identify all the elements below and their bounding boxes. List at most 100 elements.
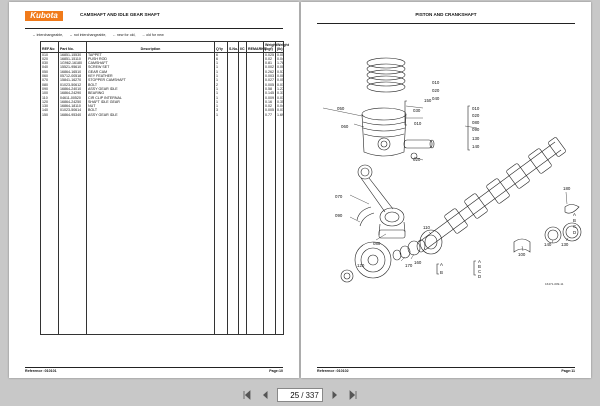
callout-label: 160 — [414, 260, 422, 265]
callout-label: 080 — [373, 241, 381, 246]
next-page-button[interactable] — [329, 388, 341, 402]
main-bearing-drawing — [513, 204, 582, 253]
column-header: REMARKS — [246, 41, 266, 53]
column-header: Part No. — [58, 41, 87, 53]
section-title: PISTON AND CRANKSHAFT — [415, 12, 477, 17]
page-number: Page:11 — [561, 369, 575, 373]
legend-item: → old for new — [141, 33, 164, 37]
callout-label: 060 — [341, 124, 349, 129]
callout-label: C — [573, 224, 576, 229]
callout-label: 090 — [335, 213, 343, 218]
column-header: Weight (kgf) — [263, 41, 277, 53]
callout-label: 010 — [432, 80, 440, 85]
bracket — [436, 263, 439, 275]
callout-label: 020 — [413, 157, 421, 162]
crankshaft-drawing — [416, 137, 566, 253]
weight-lb-cell: 0.055 — [275, 52, 284, 57]
empty-cell — [238, 117, 247, 335]
callout-label: D — [478, 274, 481, 279]
weight-lb-cell: 0.044 — [275, 56, 284, 62]
parts-table: REF.No Part No. Description Q'ty S.No. I… — [40, 41, 289, 335]
column-header: Description — [86, 41, 215, 53]
connecting-rod-drawing — [357, 164, 406, 239]
reference-label: Reference :010102 — [317, 369, 349, 373]
weight-lb-cell: 0.011 — [275, 108, 284, 113]
last-page-button[interactable] — [347, 388, 359, 402]
legend: ↔ interchangeable, ↔ not interchangeable… — [32, 33, 282, 37]
section-title: CAMSHAFT AND IDLE GEAR SHAFT — [80, 12, 160, 17]
callout-label: 120 — [357, 263, 365, 268]
page-right: PISTON AND CRANKSHAFT — [301, 2, 591, 378]
drawing-code: 16471-009-11 — [545, 282, 564, 286]
callout-label: 010 — [414, 121, 422, 126]
total-pages: 337 — [305, 390, 319, 400]
callout-label: 080 — [472, 120, 480, 125]
empty-cell — [246, 117, 264, 335]
page-left: Kubota CAMSHAFT AND IDLE GEAR SHAFT ↔ in… — [9, 2, 299, 378]
reference-label: Reference :010101 — [25, 369, 57, 373]
crank-gear-drawing — [392, 229, 443, 261]
column-header: Q'ty — [214, 41, 228, 53]
page-number: Page:10 — [269, 369, 283, 373]
piston-rings-drawing — [366, 57, 406, 93]
prev-page-icon — [263, 391, 268, 399]
callout-label: 030 — [413, 108, 421, 113]
next-page-icon — [332, 391, 337, 399]
empty-cell — [275, 117, 284, 335]
footer-divider — [317, 367, 575, 368]
page-number-input[interactable] — [281, 389, 300, 401]
piston-drawing — [361, 107, 407, 157]
callout-label: 170 — [405, 263, 413, 268]
callout-label: 150 — [424, 98, 432, 103]
column-header: Weight (lb) — [275, 41, 289, 53]
callout-label: A — [573, 212, 576, 217]
callout-label: A — [440, 262, 443, 267]
callout-label: 110 — [423, 225, 431, 230]
callout-label: 040 — [432, 96, 440, 101]
diagram-callouts: 010 020 040 150 030 010 020 050 060 010 … — [335, 80, 576, 286]
empty-cell — [58, 117, 87, 335]
callout-label: 130 — [561, 242, 569, 247]
weight-lb-cell: 0.0594 — [275, 78, 284, 83]
first-page-icon — [243, 390, 251, 400]
empty-cell — [263, 117, 276, 335]
weight-lb-cell: 1.782 — [275, 61, 284, 66]
empty-cell — [86, 117, 215, 335]
weight-lb-cell: 1.694 — [275, 112, 284, 118]
weight-lb-cell: 0.044 — [275, 104, 284, 109]
empty-cell — [214, 117, 228, 335]
weight-lb-cell: 0.011 — [275, 82, 284, 87]
weight-lb-cell: 0.319 — [275, 91, 284, 96]
weight-kgf-cell: 0.145 — [263, 91, 276, 96]
callout-label: B — [440, 270, 443, 275]
empty-cell — [40, 117, 59, 335]
piston-pin-drawing — [403, 139, 435, 160]
weight-lb-cell: 0.352 — [275, 99, 284, 105]
callout-label: 050 — [337, 106, 345, 111]
column-header: REF.No — [40, 41, 59, 53]
page-navigation-toolbar: / 337 — [0, 384, 600, 406]
bracket — [473, 260, 476, 276]
weight-lb-cell: 0.5764 — [275, 69, 284, 75]
callout-label: 020 — [472, 113, 480, 118]
legend-item: ↔ interchangeable, — [32, 33, 64, 37]
callout-label: C — [478, 269, 481, 274]
callout-label: B — [478, 264, 481, 269]
page-indicator: / 337 — [277, 388, 323, 402]
weight-lb-cell: 0.0066 — [275, 74, 284, 79]
callout-label: 070 — [335, 194, 343, 199]
prev-page-button[interactable] — [259, 388, 271, 402]
first-page-button[interactable] — [241, 388, 253, 402]
column-header: I/C — [238, 41, 247, 53]
last-page-icon — [349, 390, 357, 400]
header-divider — [317, 23, 575, 24]
